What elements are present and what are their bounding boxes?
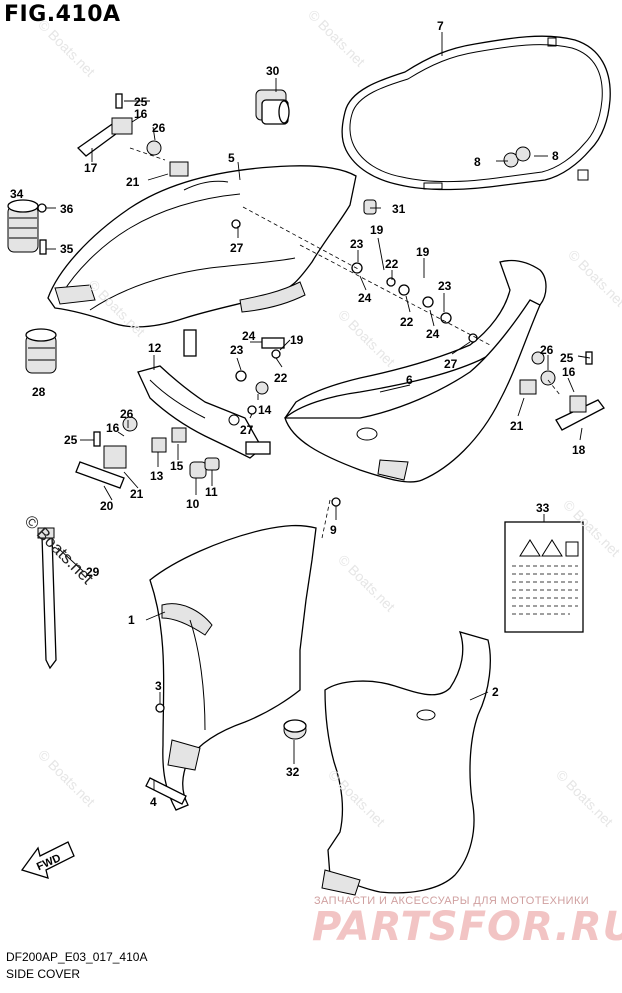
callout-27c: 27 — [240, 423, 254, 437]
callout-7: 7 — [437, 19, 444, 33]
callout-27a: 27 — [230, 241, 244, 255]
seal-frame-part-7[interactable] — [341, 35, 611, 191]
lower-front-cover-part-1[interactable] — [149, 524, 317, 811]
callout-labels: 1 2 3 4 5 6 7 8 8 9 10 11 12 13 14 15 16… — [10, 19, 586, 809]
callout-23b: 23 — [438, 279, 452, 293]
figure-code: DF200AP_E03_017_410A — [6, 950, 148, 964]
callout-23c: 23 — [230, 343, 244, 357]
callout-15: 15 — [170, 459, 184, 473]
callout-16b: 16 — [106, 421, 120, 435]
lower-rear-cover-part-2[interactable] — [321, 631, 491, 896]
callout-30: 30 — [266, 64, 280, 78]
callout-4: 4 — [150, 795, 157, 809]
callout-8b: 8 — [552, 149, 559, 163]
callout-21c: 21 — [510, 419, 524, 433]
brand-tagline: ЗАПЧАСТИ И АКСЕССУАРЫ ДЛЯ МОТОТЕХНИКИ — [314, 895, 590, 907]
lever-part-17[interactable] — [76, 117, 133, 157]
callout-21a: 21 — [126, 175, 140, 189]
callout-17: 17 — [84, 161, 98, 175]
callout-12: 12 — [148, 341, 162, 355]
callout-31: 31 — [392, 202, 406, 216]
cable-tie-part-29[interactable] — [37, 527, 57, 670]
callout-24b: 24 — [426, 327, 440, 341]
callout-20: 20 — [100, 499, 114, 513]
callout-8a: 8 — [474, 155, 481, 169]
callout-36: 36 — [60, 202, 74, 216]
callout-19c: 19 — [290, 333, 304, 347]
leader-lines — [46, 32, 591, 790]
warning-label-part-33[interactable] — [504, 521, 584, 633]
upper-rear-cover-part-6[interactable] — [284, 259, 547, 483]
callout-3: 3 — [155, 679, 162, 693]
lever-part-20[interactable] — [75, 445, 127, 489]
callout-22c: 22 — [274, 371, 288, 385]
callout-6: 6 — [406, 373, 413, 387]
callout-24a: 24 — [358, 291, 372, 305]
assembly-lines — [129, 147, 561, 539]
callout-33: 33 — [536, 501, 550, 515]
callout-10: 10 — [186, 497, 200, 511]
callout-21b: 21 — [130, 487, 144, 501]
callout-23a: 23 — [350, 237, 364, 251]
grommet-part-28[interactable] — [25, 328, 57, 374]
callout-25b: 25 — [64, 433, 78, 447]
callout-19a: 19 — [370, 223, 384, 237]
callout-28: 28 — [32, 385, 46, 399]
lever-part-18[interactable] — [555, 395, 605, 431]
callout-13: 13 — [150, 469, 164, 483]
callout-27b: 27 — [444, 357, 458, 371]
callout-5: 5 — [228, 151, 235, 165]
bracket-part-12[interactable] — [137, 365, 263, 459]
callout-25c: 25 — [560, 351, 574, 365]
callout-25a: 25 — [134, 95, 148, 109]
callout-26a: 26 — [152, 121, 166, 135]
callout-14: 14 — [258, 403, 272, 417]
callout-16a: 16 — [134, 107, 148, 121]
callout-26c: 26 — [540, 343, 554, 357]
callout-34: 34 — [10, 187, 24, 201]
brand-logo: PARTSFOR.RU — [312, 904, 622, 950]
grommet-part-32[interactable] — [283, 719, 307, 740]
callout-22a: 22 — [385, 257, 399, 271]
small-hardware — [37, 93, 593, 805]
callout-24c: 24 — [242, 329, 256, 343]
callout-26b: 26 — [120, 407, 134, 421]
callout-22b: 22 — [400, 315, 414, 329]
callout-35: 35 — [60, 242, 74, 256]
sleeve-part-34[interactable] — [7, 199, 39, 253]
figure-name: SIDE COVER — [6, 967, 81, 981]
figure-title: FIG.410A — [4, 2, 121, 27]
callout-19b: 19 — [416, 245, 430, 259]
callout-16c: 16 — [562, 365, 576, 379]
callout-1: 1 — [128, 613, 135, 627]
fwd-arrow: FWD — [20, 841, 75, 879]
callout-29: 29 — [86, 565, 100, 579]
callout-18: 18 — [572, 443, 586, 457]
callout-2: 2 — [492, 685, 499, 699]
upper-side-cover-part-5[interactable] — [47, 165, 357, 328]
grommet-part-30[interactable] — [255, 89, 290, 125]
callout-9: 9 — [330, 523, 337, 537]
callout-11: 11 — [205, 485, 218, 499]
callout-32: 32 — [286, 765, 300, 779]
